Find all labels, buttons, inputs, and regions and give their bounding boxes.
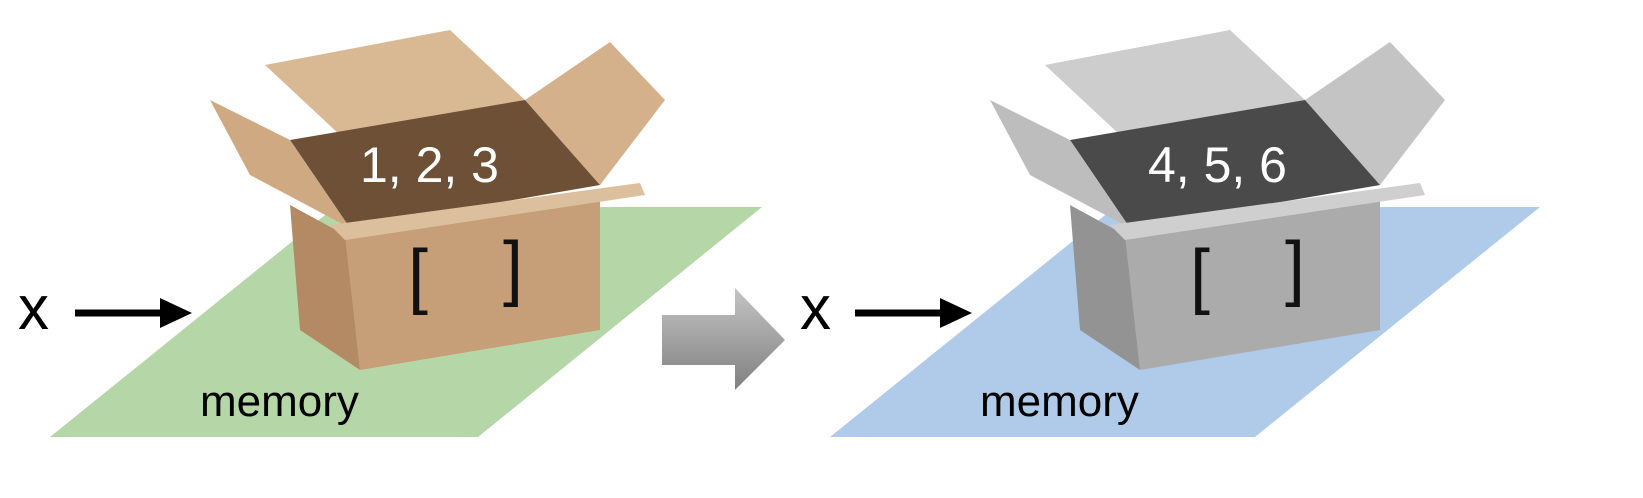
box-right [990, 30, 1445, 370]
memory-label-left: memory [200, 377, 359, 426]
bracket-open-right: [ [1190, 236, 1211, 316]
variable-label-left: x [18, 274, 49, 343]
box-contents-left: 1, 2, 3 [360, 137, 499, 193]
box-left [210, 30, 665, 370]
bracket-close-right: ] [1285, 228, 1306, 308]
bracket-close-left: ] [503, 228, 524, 308]
transition-arrow [662, 288, 785, 390]
pointer-arrowhead-left [160, 298, 192, 328]
variable-label-right: x [800, 274, 831, 343]
box-contents-right: 4, 5, 6 [1148, 137, 1287, 193]
bracket-open-left: [ [408, 236, 429, 316]
memory-label-right: memory [980, 377, 1139, 426]
pointer-arrowhead-right [940, 298, 972, 328]
